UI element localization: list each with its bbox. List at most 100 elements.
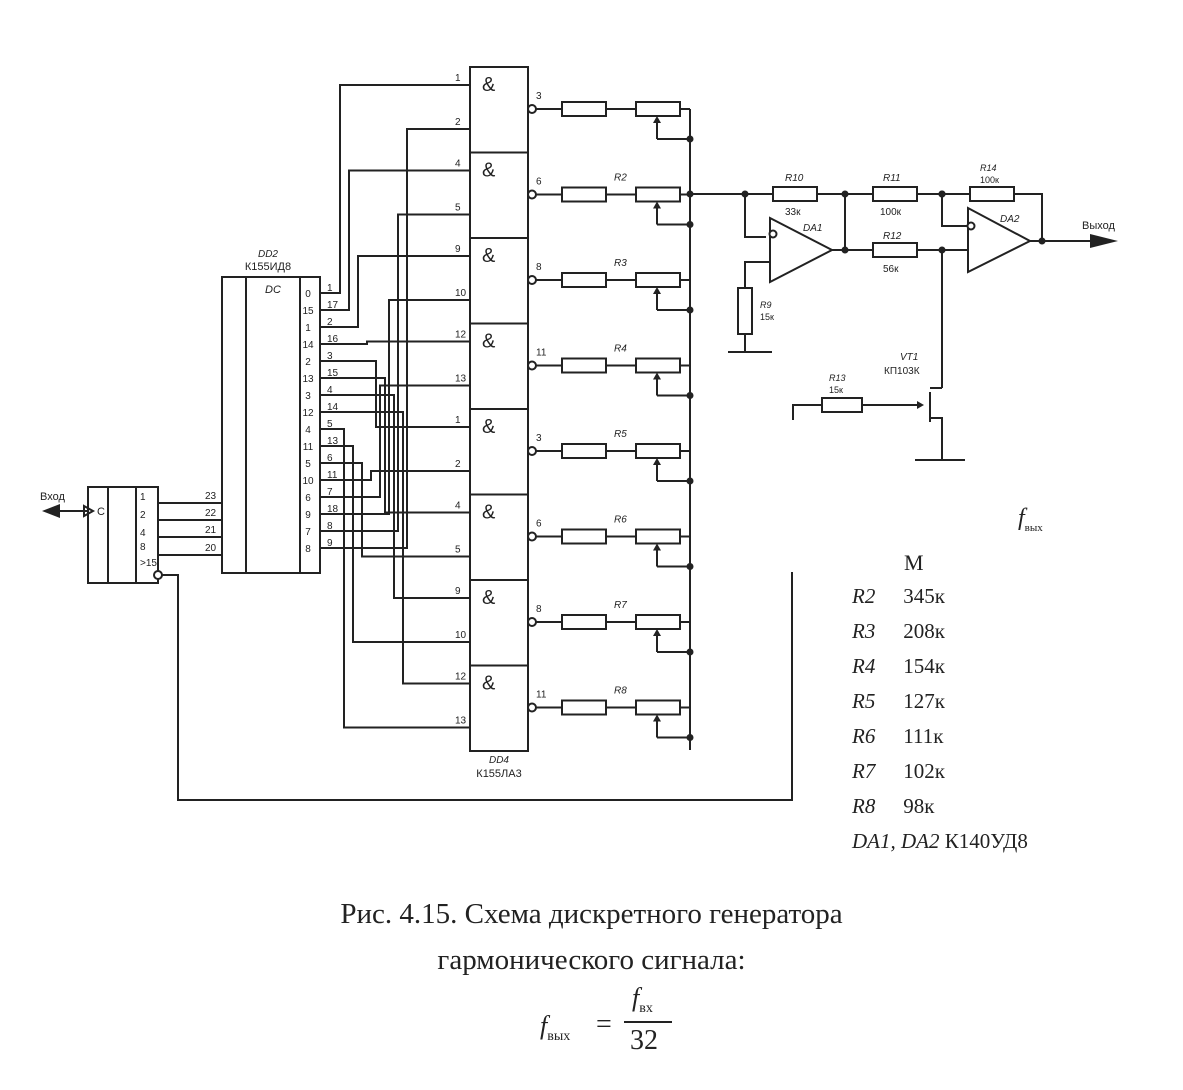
decoder-output-index: 11 — [303, 442, 314, 453]
decoder-output-pin: 3 — [327, 351, 333, 362]
counter-pin-label: 4 — [140, 528, 146, 539]
nand-symbol: & — [482, 74, 496, 96]
junction-dot — [686, 734, 694, 741]
junction-dot — [686, 190, 694, 198]
caption-line-1: Рис. 4.15. Схема дискретного генератора — [340, 898, 843, 930]
decoder-gate-wire — [320, 340, 470, 345]
gate-input-pin: 5 — [455, 203, 461, 214]
gate-output-pin: 11 — [536, 690, 547, 701]
nand-gate — [469, 237, 529, 325]
gate-input-pin: 10 — [455, 288, 467, 299]
wiper-arrow — [653, 458, 661, 465]
decoder-output-index: 12 — [302, 408, 314, 419]
gate-input-pin: 9 — [455, 586, 461, 597]
decoder-type-label: К155ИД8 — [245, 261, 291, 273]
r14-value: 100к — [980, 175, 999, 185]
r14-name: R14 — [980, 163, 997, 173]
output-bubble — [527, 617, 537, 627]
gate-input-pin: 4 — [455, 501, 461, 512]
junction-dot — [1038, 237, 1046, 245]
output-arrow — [1090, 234, 1118, 248]
decoder-output-index: 9 — [305, 510, 311, 521]
gate-input-pin: 10 — [455, 630, 467, 641]
decoder-output-pin: 13 — [327, 436, 339, 447]
formula-equals: = — [596, 1009, 612, 1040]
decoder-output-index: 1 — [305, 323, 311, 334]
gate-output-pin: 3 — [536, 91, 542, 102]
gate-output-pin: 8 — [536, 604, 542, 615]
table-row: R2 345к — [852, 584, 945, 608]
junction-dot — [938, 246, 946, 254]
clock-triangle — [83, 504, 96, 518]
trimmer-resistor — [635, 357, 681, 374]
resistor-r12 — [872, 242, 918, 258]
wiper-arrow — [653, 116, 661, 123]
wiper-arrow — [653, 287, 661, 294]
ladder-label: R4 — [614, 344, 627, 355]
decoder-gate-wire — [320, 462, 470, 558]
junction-dot — [686, 563, 694, 570]
wiper-arrow — [653, 629, 661, 636]
nand-symbol: & — [482, 331, 496, 353]
decoder-output-index: 4 — [305, 425, 311, 436]
decoder-output-index: 0 — [305, 289, 311, 300]
decoder-output-index: 7 — [305, 527, 311, 538]
resistor-r11 — [872, 186, 918, 202]
decoder-gate-wire — [320, 445, 470, 643]
resistor-r13 — [821, 397, 863, 413]
decoder-output-index: 8 — [305, 544, 311, 555]
gate-output-pin: 3 — [536, 433, 542, 444]
nand-array-name: DD4 — [489, 755, 509, 766]
inverting-bubble — [966, 221, 976, 231]
r13-wire — [792, 404, 822, 420]
decoder-gate-wire — [320, 384, 470, 498]
nand-gate — [469, 408, 529, 496]
vt1-source — [930, 417, 943, 460]
decoder-output-pin: 17 — [327, 300, 339, 311]
decoder-gate-wire — [320, 84, 470, 294]
output-label: Выход — [1082, 220, 1115, 232]
decoder-gate-wire — [320, 128, 470, 549]
decoder-output-index: 5 — [305, 459, 311, 470]
nand-gate — [469, 151, 529, 239]
output-bubble — [527, 189, 537, 200]
gate-input-pin: 2 — [455, 459, 461, 470]
junction-dot — [938, 190, 946, 198]
r13-value: 15к — [829, 385, 843, 395]
gate-input-pin: 9 — [455, 244, 461, 255]
trimmer-resistor — [635, 101, 681, 117]
da1-label: DA1 — [803, 223, 822, 234]
decoder-gate-wire — [320, 169, 470, 311]
table-row: DA1, DA2 К140УД8 — [852, 829, 1028, 853]
decoder-box — [221, 276, 321, 574]
table-row: R6 111к — [852, 724, 944, 748]
da2-inverting-wire — [941, 194, 967, 227]
inverting-bubble — [768, 229, 778, 239]
decoder-gate-wire — [320, 377, 470, 514]
ladder-resistor — [561, 186, 607, 203]
junction-dot — [686, 648, 694, 656]
table-row: R3 208к — [852, 619, 945, 643]
decoder-name-label: DD2 — [258, 249, 278, 260]
table-row: R5 127к — [852, 689, 945, 713]
da2-label: DA2 — [1000, 214, 1020, 225]
table-row: R7 102к — [852, 759, 945, 783]
output-bubble — [527, 446, 537, 456]
decoder-input-pin: 22 — [205, 508, 217, 519]
formula-numerator: fвх — [632, 983, 653, 1017]
nand-symbol: & — [482, 416, 496, 438]
ladder-label: R2 — [614, 173, 627, 184]
nand-gate — [469, 664, 529, 752]
decoder-output-pin: 7 — [327, 487, 333, 498]
inversion-bubble — [153, 570, 163, 580]
wiper-arrow — [653, 714, 661, 722]
trimmer-resistor — [635, 699, 681, 716]
decoder-output-pin: 15 — [327, 368, 339, 379]
decoder-gate-wire — [320, 470, 470, 481]
gate-input-pin: 13 — [455, 374, 467, 385]
wiper-arrow — [653, 543, 661, 551]
trimmer-resistor — [635, 272, 681, 288]
junction-dot — [686, 221, 694, 228]
counter-pin-label: 1 — [140, 492, 146, 503]
